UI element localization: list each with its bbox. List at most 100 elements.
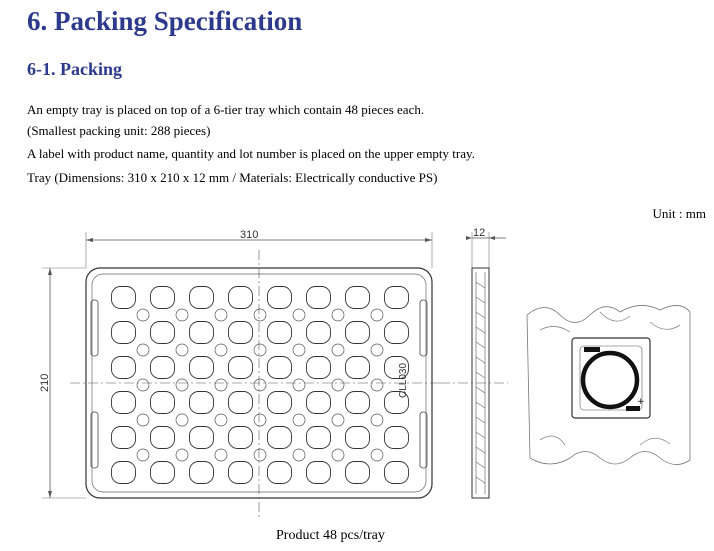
- svg-text:+: +: [637, 397, 645, 407]
- paragraph-packing-unit: (Smallest packing unit: 288 pieces): [27, 123, 211, 138]
- depth-dimension-label: 12: [473, 227, 485, 239]
- side-view-rib: [475, 476, 486, 484]
- tray-pocket-joint: [175, 413, 189, 427]
- tray-pocket-joint: [292, 448, 306, 462]
- paragraph-tray-description: An empty tray is placed on top of a 6-ti…: [27, 102, 425, 117]
- tray-marking: CLL030: [398, 363, 409, 398]
- side-view-rib: [475, 386, 486, 394]
- tray-pocket-joint: [136, 378, 150, 392]
- tray-pocket: [345, 391, 370, 414]
- tray-pocket: [189, 461, 214, 484]
- tray-pocket: [267, 461, 292, 484]
- tray-pocket: [345, 286, 370, 309]
- tray-pocket-joint: [253, 343, 267, 357]
- tray-pocket: [345, 461, 370, 484]
- unit-label: Unit : mm: [652, 206, 706, 221]
- tray-pocket-joint: [331, 413, 345, 427]
- side-view-ribs: [475, 281, 486, 484]
- tray-pocket-joint: [331, 308, 345, 322]
- tray-pocket-joint: [214, 343, 228, 357]
- tray-pocket: [111, 321, 136, 344]
- tray-pocket-joint: [292, 343, 306, 357]
- subsection-title: 6-1. Packing: [27, 59, 123, 79]
- tray-pocket: [306, 286, 331, 309]
- tray-pocket-joint: [136, 413, 150, 427]
- tray-pocket-joint: [292, 413, 306, 427]
- tray-pocket: [345, 426, 370, 449]
- tray-pocket-joint: [331, 378, 345, 392]
- tray-pocket-joint: [214, 413, 228, 427]
- tray-pocket: [150, 461, 175, 484]
- tray-pocket: [306, 426, 331, 449]
- side-view-rib: [475, 281, 486, 289]
- led-emitter-ring: [580, 350, 640, 410]
- tray-pocket-joint: [253, 308, 267, 322]
- tray-pocket-joint: [331, 448, 345, 462]
- tray-pocket: [150, 426, 175, 449]
- tray-pocket-joint: [253, 413, 267, 427]
- side-view-rib: [475, 431, 486, 439]
- tray-pocket: [228, 461, 253, 484]
- side-view-rib: [475, 461, 486, 469]
- tray-pocket-joint: [370, 413, 384, 427]
- tray-pocket-joint: [253, 378, 267, 392]
- tray-pocket-joint: [136, 308, 150, 322]
- tray-pocket: [345, 321, 370, 344]
- section-title: 6. Packing Specification: [27, 6, 303, 36]
- tray-pocket-joint: [331, 343, 345, 357]
- paragraph-label-info: A label with product name, quantity and …: [27, 146, 475, 161]
- tray-pocket: [228, 426, 253, 449]
- tray-pocket: [189, 321, 214, 344]
- tray-pocket: [150, 286, 175, 309]
- tray-pocket-joint: [292, 308, 306, 322]
- tray-pocket-joint: [370, 308, 384, 322]
- tray-pocket: [228, 321, 253, 344]
- tray-pocket-joint: [370, 378, 384, 392]
- tray-pocket-joint: [214, 378, 228, 392]
- tray-pocket: [306, 321, 331, 344]
- tray-pocket: [189, 286, 214, 309]
- tray-pocket: [189, 356, 214, 379]
- tray-pocket: [111, 356, 136, 379]
- tray-pocket-joint: [136, 343, 150, 357]
- tray-pocket-grid: [111, 286, 409, 484]
- side-view-rib: [475, 356, 486, 364]
- side-view-rib: [475, 446, 486, 454]
- paragraph-tray-dimensions: Tray (Dimensions: 310 x 210 x 12 mm / Ma…: [27, 170, 438, 185]
- tray-pocket: [267, 321, 292, 344]
- tray-pocket: [228, 391, 253, 414]
- side-view-rib: [475, 326, 486, 334]
- tray-pocket: [267, 391, 292, 414]
- side-view-rib: [475, 416, 486, 424]
- tray-pocket: [150, 321, 175, 344]
- tray-pocket: [384, 321, 409, 344]
- side-view-rib: [475, 311, 486, 319]
- tray-pocket: [306, 461, 331, 484]
- tray-pocket: [111, 426, 136, 449]
- tray-pocket-joint: [136, 448, 150, 462]
- tray-pocket: [150, 356, 175, 379]
- height-dimension-label: 210: [39, 374, 51, 392]
- tray-pocket-joint: [214, 448, 228, 462]
- tray-pocket: [189, 426, 214, 449]
- side-view-rib: [475, 296, 486, 304]
- tray-pocket-joint: [214, 308, 228, 322]
- tray-pocket: [384, 286, 409, 309]
- tray-pocket: [111, 391, 136, 414]
- tray-pocket: [111, 461, 136, 484]
- side-view-rib: [475, 341, 486, 349]
- tray-pocket-joint: [253, 448, 267, 462]
- tray-pocket: [306, 356, 331, 379]
- tray-pocket: [345, 356, 370, 379]
- tray-pocket-joint: [175, 448, 189, 462]
- tray-pocket-joint: [175, 378, 189, 392]
- tray-pocket: [150, 391, 175, 414]
- tray-pocket: [189, 391, 214, 414]
- tray-pocket: [228, 356, 253, 379]
- side-view-rib: [475, 371, 486, 379]
- tray-pocket: [384, 426, 409, 449]
- side-view-rib: [475, 401, 486, 409]
- tray-pocket-joint: [370, 448, 384, 462]
- tray-pocket: [267, 356, 292, 379]
